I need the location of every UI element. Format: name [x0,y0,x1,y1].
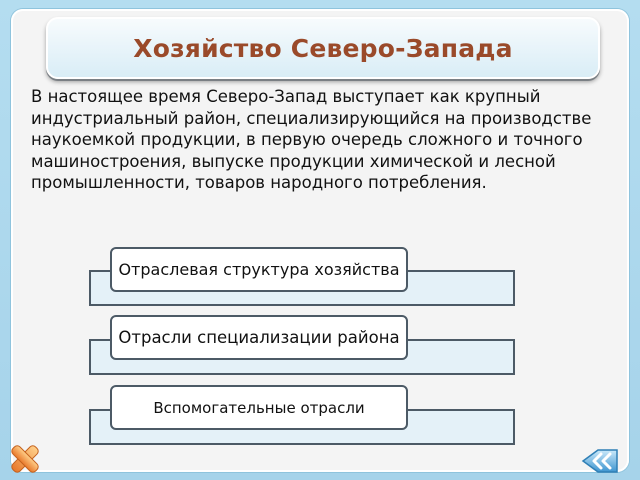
label-sector-structure-text: Отраслевая структура хозяйства [118,259,400,279]
back-button[interactable] [580,448,620,474]
title-banner: Хозяйство Северо-Запада [46,17,600,79]
label-auxiliary-branches-text: Вспомогательные отрасли [153,398,365,417]
label-sector-structure: Отраслевая структура хозяйства [110,247,408,292]
cross-icon [11,445,39,473]
label-auxiliary-branches: Вспомогательные отрасли [110,385,408,430]
page-title: Хозяйство Северо-Запада [133,33,513,63]
label-specialization-branches-text: Отрасли специализации района [118,327,400,347]
back-arrow-icon [581,449,618,473]
label-specialization-branches: Отрасли специализации района [110,315,408,360]
intro-paragraph: В настоящее время Северо-Запад выступает… [31,87,592,192]
close-button[interactable] [8,442,42,476]
